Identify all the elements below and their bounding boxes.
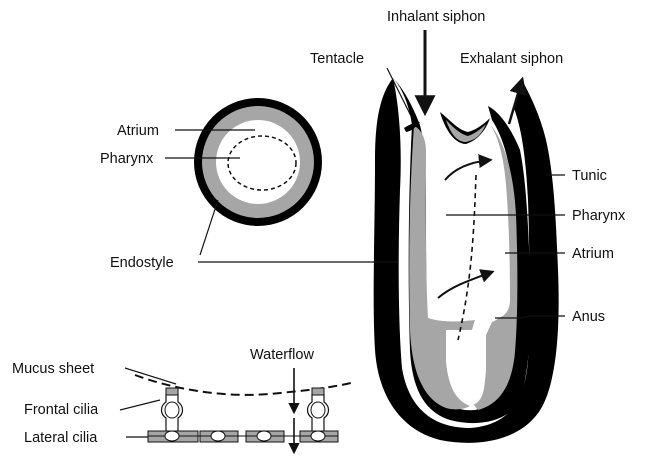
body-side-view xyxy=(374,30,559,443)
label-waterflow: Waterflow xyxy=(250,347,314,363)
label-exhalant-siphon: Exhalant siphon xyxy=(460,51,563,67)
lateral-cilia-bars xyxy=(148,431,338,442)
label-tentacle: Tentacle xyxy=(310,51,364,67)
label-atrium-section: Atrium xyxy=(117,123,159,139)
section-pharynx xyxy=(216,120,300,204)
label-frontal-cilia: Frontal cilia xyxy=(24,402,99,418)
label-inhalant-siphon: Inhalant siphon xyxy=(387,9,485,25)
label-lateral-cilia: Lateral cilia xyxy=(24,430,98,446)
label-endostyle: Endostyle xyxy=(110,255,174,271)
label-atrium-body: Atrium xyxy=(572,246,614,262)
label-pharynx-section: Pharynx xyxy=(100,151,154,167)
label-tunic: Tunic xyxy=(572,168,607,184)
cilia-detail xyxy=(135,368,355,452)
label-pharynx-body: Pharynx xyxy=(572,208,626,224)
label-anus: Anus xyxy=(572,309,605,325)
label-mucus-sheet: Mucus sheet xyxy=(12,361,94,377)
cross-section xyxy=(194,98,322,226)
